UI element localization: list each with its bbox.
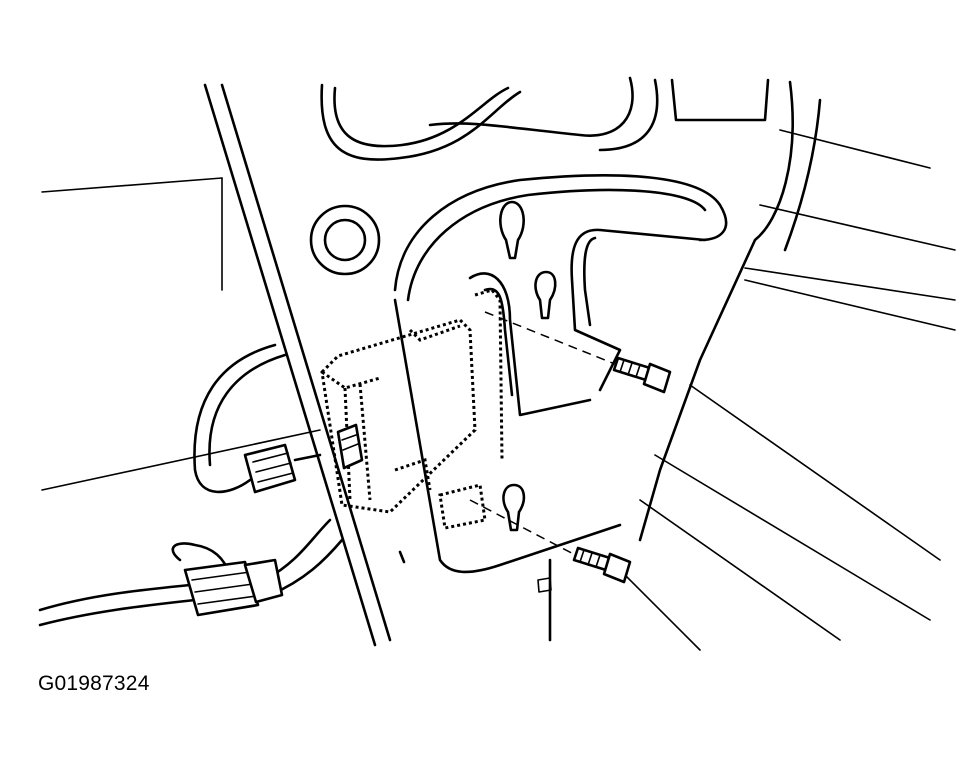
background-body-lines xyxy=(41,129,956,651)
bolt-lower xyxy=(572,546,632,584)
bolt-guide-lines xyxy=(469,311,626,561)
door-panel xyxy=(203,76,822,647)
harness-connector-upper xyxy=(243,443,322,494)
keyhole-slots xyxy=(398,200,557,593)
module-connector-socket xyxy=(336,423,364,470)
figure-code: G01987324 xyxy=(38,672,150,695)
harness-connector-lower xyxy=(183,558,284,617)
control-module xyxy=(320,288,504,530)
panel-round-hole xyxy=(309,204,381,276)
bolt-upper xyxy=(612,356,672,394)
